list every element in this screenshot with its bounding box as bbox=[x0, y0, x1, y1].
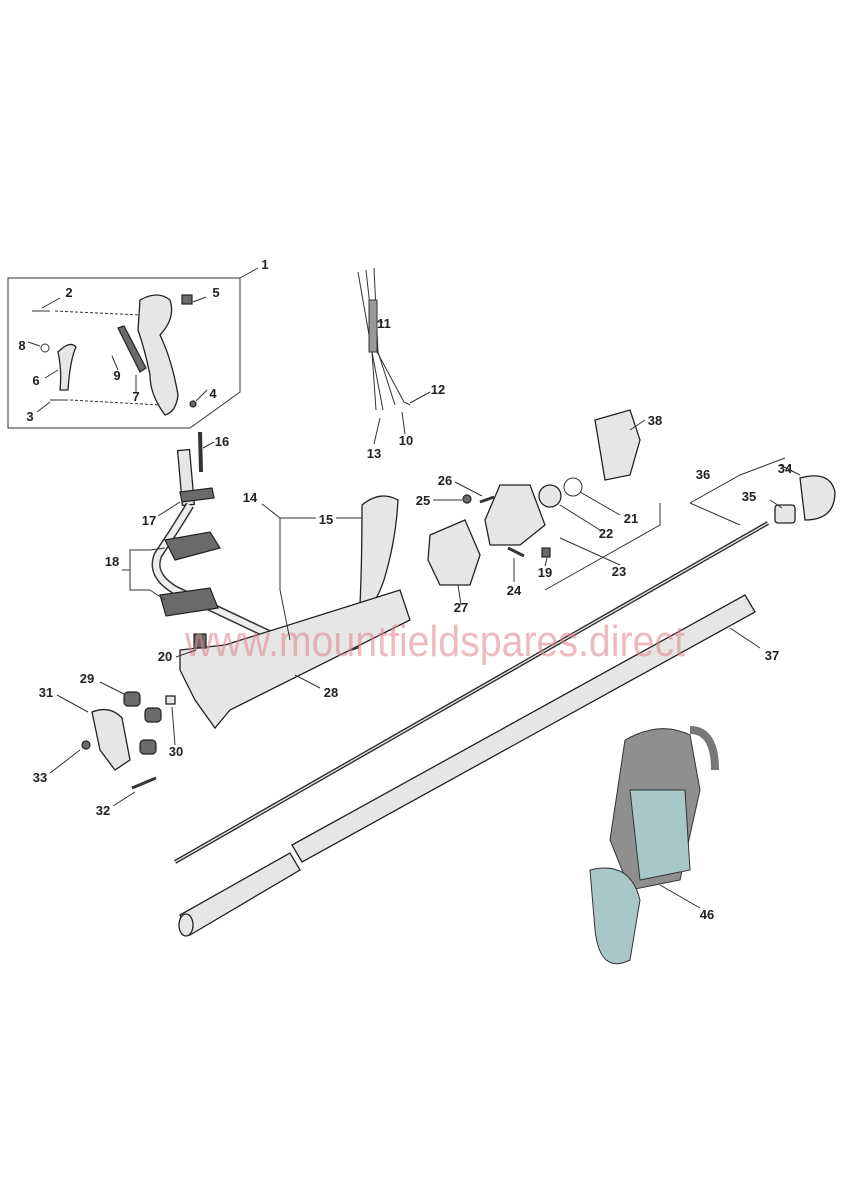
label-9: 9 bbox=[113, 368, 120, 383]
bushing-35 bbox=[774, 504, 796, 524]
label-17: 17 bbox=[142, 513, 156, 528]
flange-23 bbox=[484, 484, 546, 546]
label-8: 8 bbox=[18, 338, 25, 353]
label-20: 20 bbox=[158, 649, 172, 664]
label-24: 24 bbox=[507, 583, 522, 598]
label-15: 15 bbox=[319, 512, 333, 527]
throttle-grip bbox=[137, 294, 179, 416]
label-12: 12 bbox=[431, 382, 445, 397]
watermark: www.mountfieldspares.direct bbox=[184, 617, 685, 666]
label-4: 4 bbox=[209, 386, 217, 401]
label-14: 14 bbox=[243, 490, 258, 505]
label-21: 21 bbox=[624, 511, 638, 526]
spacer-27 bbox=[427, 519, 481, 586]
label-33: 33 bbox=[33, 770, 47, 785]
label-6: 6 bbox=[32, 373, 39, 388]
label-3: 3 bbox=[26, 409, 33, 424]
clutch-drum-34 bbox=[799, 475, 836, 521]
label-25: 25 bbox=[416, 493, 430, 508]
rubber-29b bbox=[144, 707, 162, 723]
label-38: 38 bbox=[648, 413, 662, 428]
nut bbox=[189, 400, 197, 408]
label-2: 2 bbox=[65, 285, 72, 300]
handle-kit-box bbox=[7, 267, 259, 429]
tube-37 bbox=[178, 594, 756, 937]
label-36: 36 bbox=[696, 467, 710, 482]
label-23: 23 bbox=[612, 564, 626, 579]
spring bbox=[40, 343, 50, 353]
label-5: 5 bbox=[212, 285, 219, 300]
wire-harness bbox=[357, 267, 411, 411]
label-18: 18 bbox=[105, 554, 119, 569]
screws-32 bbox=[131, 776, 157, 790]
label-35: 35 bbox=[742, 489, 756, 504]
rubber-29c bbox=[139, 739, 157, 755]
label-7: 7 bbox=[132, 389, 139, 404]
clamp-31 bbox=[91, 708, 131, 771]
gasket-38 bbox=[594, 409, 641, 481]
label-31: 31 bbox=[39, 685, 53, 700]
label-19: 19 bbox=[538, 565, 552, 580]
label-1: 1 bbox=[261, 257, 268, 272]
nut-33 bbox=[81, 740, 91, 750]
label-32: 32 bbox=[96, 803, 110, 818]
label-30: 30 bbox=[169, 744, 183, 759]
label-11: 11 bbox=[377, 316, 391, 331]
label-10: 10 bbox=[399, 433, 413, 448]
circlip-21 bbox=[563, 477, 583, 497]
switch bbox=[181, 294, 193, 305]
label-27: 27 bbox=[454, 600, 468, 615]
label-13: 13 bbox=[367, 446, 381, 461]
label-26: 26 bbox=[438, 473, 452, 488]
label-22: 22 bbox=[599, 526, 613, 541]
rubber-29a bbox=[123, 691, 141, 707]
label-28: 28 bbox=[324, 685, 338, 700]
lever-rod bbox=[117, 325, 147, 373]
label-37: 37 bbox=[765, 648, 779, 663]
leader-lines bbox=[27, 296, 801, 909]
clamp-upper bbox=[164, 531, 221, 561]
clamp-lower bbox=[159, 587, 219, 617]
handle-support bbox=[179, 589, 411, 730]
label-29: 29 bbox=[80, 671, 94, 686]
part-labels: 1 2 5 8 6 9 7 3 4 11 12 13 10 16 17 14 1… bbox=[18, 257, 793, 922]
bearing-22 bbox=[538, 484, 562, 508]
nut-30 bbox=[165, 695, 176, 705]
throttle-lever bbox=[57, 343, 77, 391]
harness-46 bbox=[589, 726, 719, 965]
label-34: 34 bbox=[778, 461, 793, 476]
spring-20 bbox=[193, 633, 207, 649]
label-16: 16 bbox=[215, 434, 229, 449]
label-46: 46 bbox=[700, 907, 714, 922]
